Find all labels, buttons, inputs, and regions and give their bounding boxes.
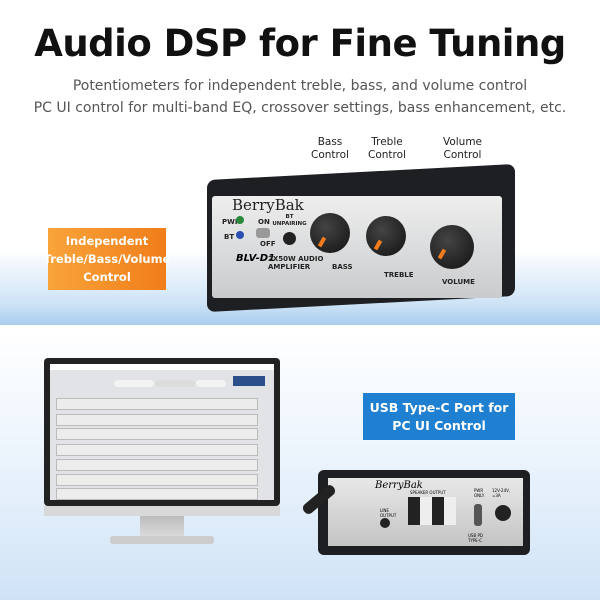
treble-label: TREBLE — [384, 271, 414, 279]
usb-c-port[interactable] — [474, 504, 482, 526]
monitor-stand — [110, 536, 214, 544]
amp-desc: 2X50W AUDIO AMPLIFIER — [268, 255, 324, 271]
voltage-label: 12V-24V, =3A — [492, 488, 511, 498]
eq-row — [56, 459, 258, 471]
ui-tab[interactable] — [114, 380, 154, 387]
bt-led — [236, 231, 244, 239]
model-label: BLV-D1 — [236, 253, 276, 264]
bt-unpairing-button[interactable] — [283, 232, 296, 245]
eq-row — [56, 444, 258, 456]
line-output-label: LINE OUTPUT — [380, 508, 397, 518]
subtitle-1: Potentiometers for independent treble, b… — [72, 78, 528, 94]
treble-control-label: Treble Control — [368, 136, 406, 161]
pwr-led — [236, 216, 244, 224]
ui-tab[interactable] — [155, 380, 195, 387]
volume-knob[interactable] — [430, 225, 474, 269]
usb-pd-label: USB PD TYPE-C — [468, 533, 483, 543]
monitor-neck — [140, 516, 184, 538]
treble-knob[interactable] — [366, 216, 406, 256]
volume-label: VOLUME — [442, 278, 475, 286]
off-label: OFF — [260, 240, 276, 248]
blue-callout-badge: USB Type-C Port for PC UI Control — [363, 393, 515, 440]
monitor-chin — [44, 506, 280, 516]
ui-logo — [233, 376, 265, 386]
pwr-only-label: PWR ONLY — [474, 488, 485, 498]
bass-control-label: Bass Control — [311, 136, 349, 161]
brand-logo: BerryBak — [232, 196, 304, 214]
eq-row — [56, 488, 258, 500]
ui-tab[interactable] — [196, 380, 226, 387]
bt-unpairing-label: BT UNPAIRING — [272, 214, 307, 227]
page-title: Audio DSP for Fine Tuning — [34, 22, 566, 65]
speaker-output-label: SPEAKER OUTPUT — [410, 490, 446, 495]
bass-knob[interactable] — [310, 213, 350, 253]
speaker-terminals[interactable] — [408, 497, 456, 525]
rear-brand: BerryBak — [375, 480, 423, 491]
window-titlebar — [50, 364, 274, 370]
eq-row — [56, 398, 258, 410]
orange-callout-badge: Independent Treble/Bass/Volume Control — [44, 228, 170, 290]
pwr-label: PWR — [222, 218, 241, 226]
eq-row — [56, 428, 258, 440]
eq-row — [56, 414, 258, 426]
bass-label: BASS — [332, 263, 353, 271]
power-switch[interactable] — [256, 228, 270, 238]
line-output-jack[interactable] — [380, 518, 390, 528]
on-label: ON — [258, 218, 270, 226]
volume-control-label: Volume Control — [442, 136, 483, 161]
bt-label: BT — [224, 233, 235, 241]
subtitle-2: PC UI control for multi-band EQ, crossov… — [33, 100, 567, 116]
eq-row — [56, 474, 258, 486]
dc-jack[interactable] — [495, 505, 511, 521]
